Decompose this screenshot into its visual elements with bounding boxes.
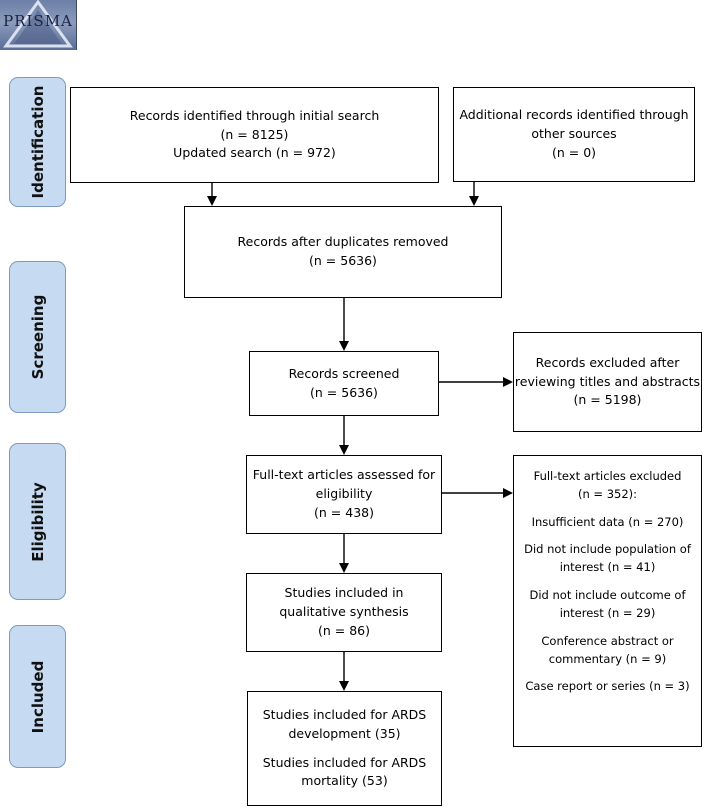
reason-conference-1: Conference abstract or	[541, 633, 674, 648]
records-screened-label: Records screened	[288, 365, 400, 381]
initial-search-count: (n = 8125)	[220, 126, 289, 142]
excluded-titles-count: (n = 5198)	[573, 392, 642, 408]
ards-mortality-label-1: Studies included for ARDS	[262, 754, 427, 770]
fulltext-assessed-count: (n = 438)	[314, 504, 374, 520]
fulltext-assessed-label-2: eligibility	[315, 486, 373, 502]
other-sources-label-1: Additional records identified through	[459, 107, 689, 123]
qualitative-label-2: qualitative synthesis	[279, 604, 409, 620]
phase-tab-eligibility: Eligibility	[9, 443, 66, 600]
phase-tab-identification: Identification	[9, 77, 66, 207]
fulltext-excluded-count: (n = 352):	[577, 486, 638, 501]
box-excluded-titles: Records excluded after reviewing titles …	[513, 332, 702, 432]
qualitative-count: (n = 86)	[317, 622, 370, 638]
box-qualitative-synthesis: Studies included in qualitative synthesi…	[246, 573, 442, 652]
phase-tab-screening: Screening	[9, 261, 66, 413]
box-other-sources: Additional records identified through ot…	[453, 87, 695, 182]
box-duplicates-removed: Records after duplicates removed (n = 56…	[184, 206, 502, 298]
excluded-titles-label-1: Records excluded after	[535, 354, 680, 370]
initial-search-label: Records identified through initial searc…	[129, 107, 380, 123]
updated-search-count: Updated search (n = 972)	[173, 145, 336, 161]
duplicates-removed-label: Records after duplicates removed	[237, 234, 449, 250]
box-ards-studies: Studies included for ARDS development (3…	[247, 691, 442, 806]
records-screened-count: (n = 5636)	[310, 384, 378, 400]
fulltext-assessed-label-1: Full-text articles assessed for	[252, 467, 436, 483]
other-sources-count: (n = 0)	[551, 144, 597, 160]
ards-development-label-1: Studies included for ARDS	[262, 707, 427, 722]
reason-outcome-2: interest (n = 29)	[559, 605, 656, 620]
logo-mountain-graphic	[3, 0, 73, 48]
reason-population-2: interest (n = 41)	[559, 560, 656, 575]
other-sources-label-2: other sources	[531, 126, 617, 142]
box-initial-search: Records identified through initial searc…	[70, 87, 439, 183]
box-records-screened: Records screened (n = 5636)	[249, 351, 439, 416]
qualitative-label-1: Studies included in	[284, 585, 404, 601]
reason-conference-2: commentary (n = 9)	[548, 651, 667, 666]
ards-mortality-label-2: mortality (53)	[301, 773, 388, 789]
reason-outcome-1: Did not include outcome of	[529, 588, 686, 603]
ards-development-label-2: development (35)	[288, 725, 401, 741]
box-fulltext-excluded: Full-text articles excluded (n = 352): I…	[513, 455, 702, 747]
reason-population-1: Did not include population of	[524, 542, 691, 557]
duplicates-removed-count: (n = 5636)	[309, 253, 377, 268]
box-fulltext-assessed: Full-text articles assessed for eligibil…	[246, 455, 442, 534]
prisma-logo: PRISMA	[0, 0, 77, 50]
reason-case-report: Case report or series (n = 3)	[525, 679, 690, 694]
fulltext-excluded-title: Full-text articles excluded	[533, 469, 682, 483]
reason-insufficient-data: Insufficient data (n = 270)	[531, 514, 684, 529]
phase-tab-included: Included	[9, 625, 66, 768]
logo-text: PRISMA	[3, 12, 73, 30]
excluded-titles-label-2: reviewing titles and abstracts	[514, 373, 701, 389]
